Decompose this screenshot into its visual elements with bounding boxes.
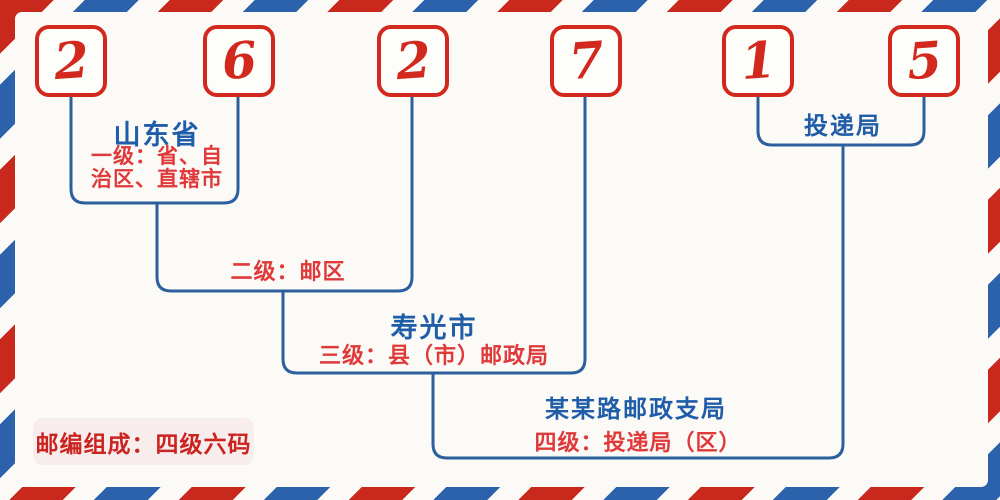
level2-description: 二级：邮区: [230, 260, 346, 285]
delivery-office-label: 投递局: [804, 112, 882, 140]
envelope-inner-area: [15, 12, 988, 487]
digit-5: 1: [738, 29, 778, 92]
level4-description: 四级：投递局（区）: [534, 431, 742, 456]
bracket-delivery-line: [756, 95, 926, 147]
digit-1: 2: [51, 29, 91, 92]
level1-place-name: 山东省: [113, 120, 201, 151]
footer-note-text: 邮编组成：四级六码: [35, 431, 252, 458]
footer-note-box: 邮编组成：四级六码: [33, 418, 254, 465]
level4-place-name: 某某路邮政支局: [545, 395, 727, 423]
bracket-level4-line: [431, 143, 845, 460]
digit-box-6: 5: [888, 25, 960, 97]
digit-4: 7: [566, 29, 606, 92]
digit-6: 5: [904, 29, 944, 92]
bracket-level1-line: [69, 95, 240, 205]
digit-box-4: 7: [550, 25, 622, 97]
level1-description-line1: 一级：省、自: [91, 144, 223, 168]
level3-place-name: 寿光市: [390, 313, 478, 344]
digit-3: 2: [393, 29, 433, 92]
digit-box-1: 2: [35, 25, 107, 97]
level1-description: 一级：省、自 治区、直辖市: [91, 145, 223, 191]
digit-box-2: 6: [203, 25, 275, 97]
digit-box-5: 1: [722, 25, 794, 97]
level1-description-line2: 治区、直辖市: [91, 167, 223, 191]
digit-2: 6: [219, 29, 259, 92]
level3-description: 三级：县（市）邮政局: [318, 344, 550, 369]
digit-box-3: 2: [377, 25, 449, 97]
